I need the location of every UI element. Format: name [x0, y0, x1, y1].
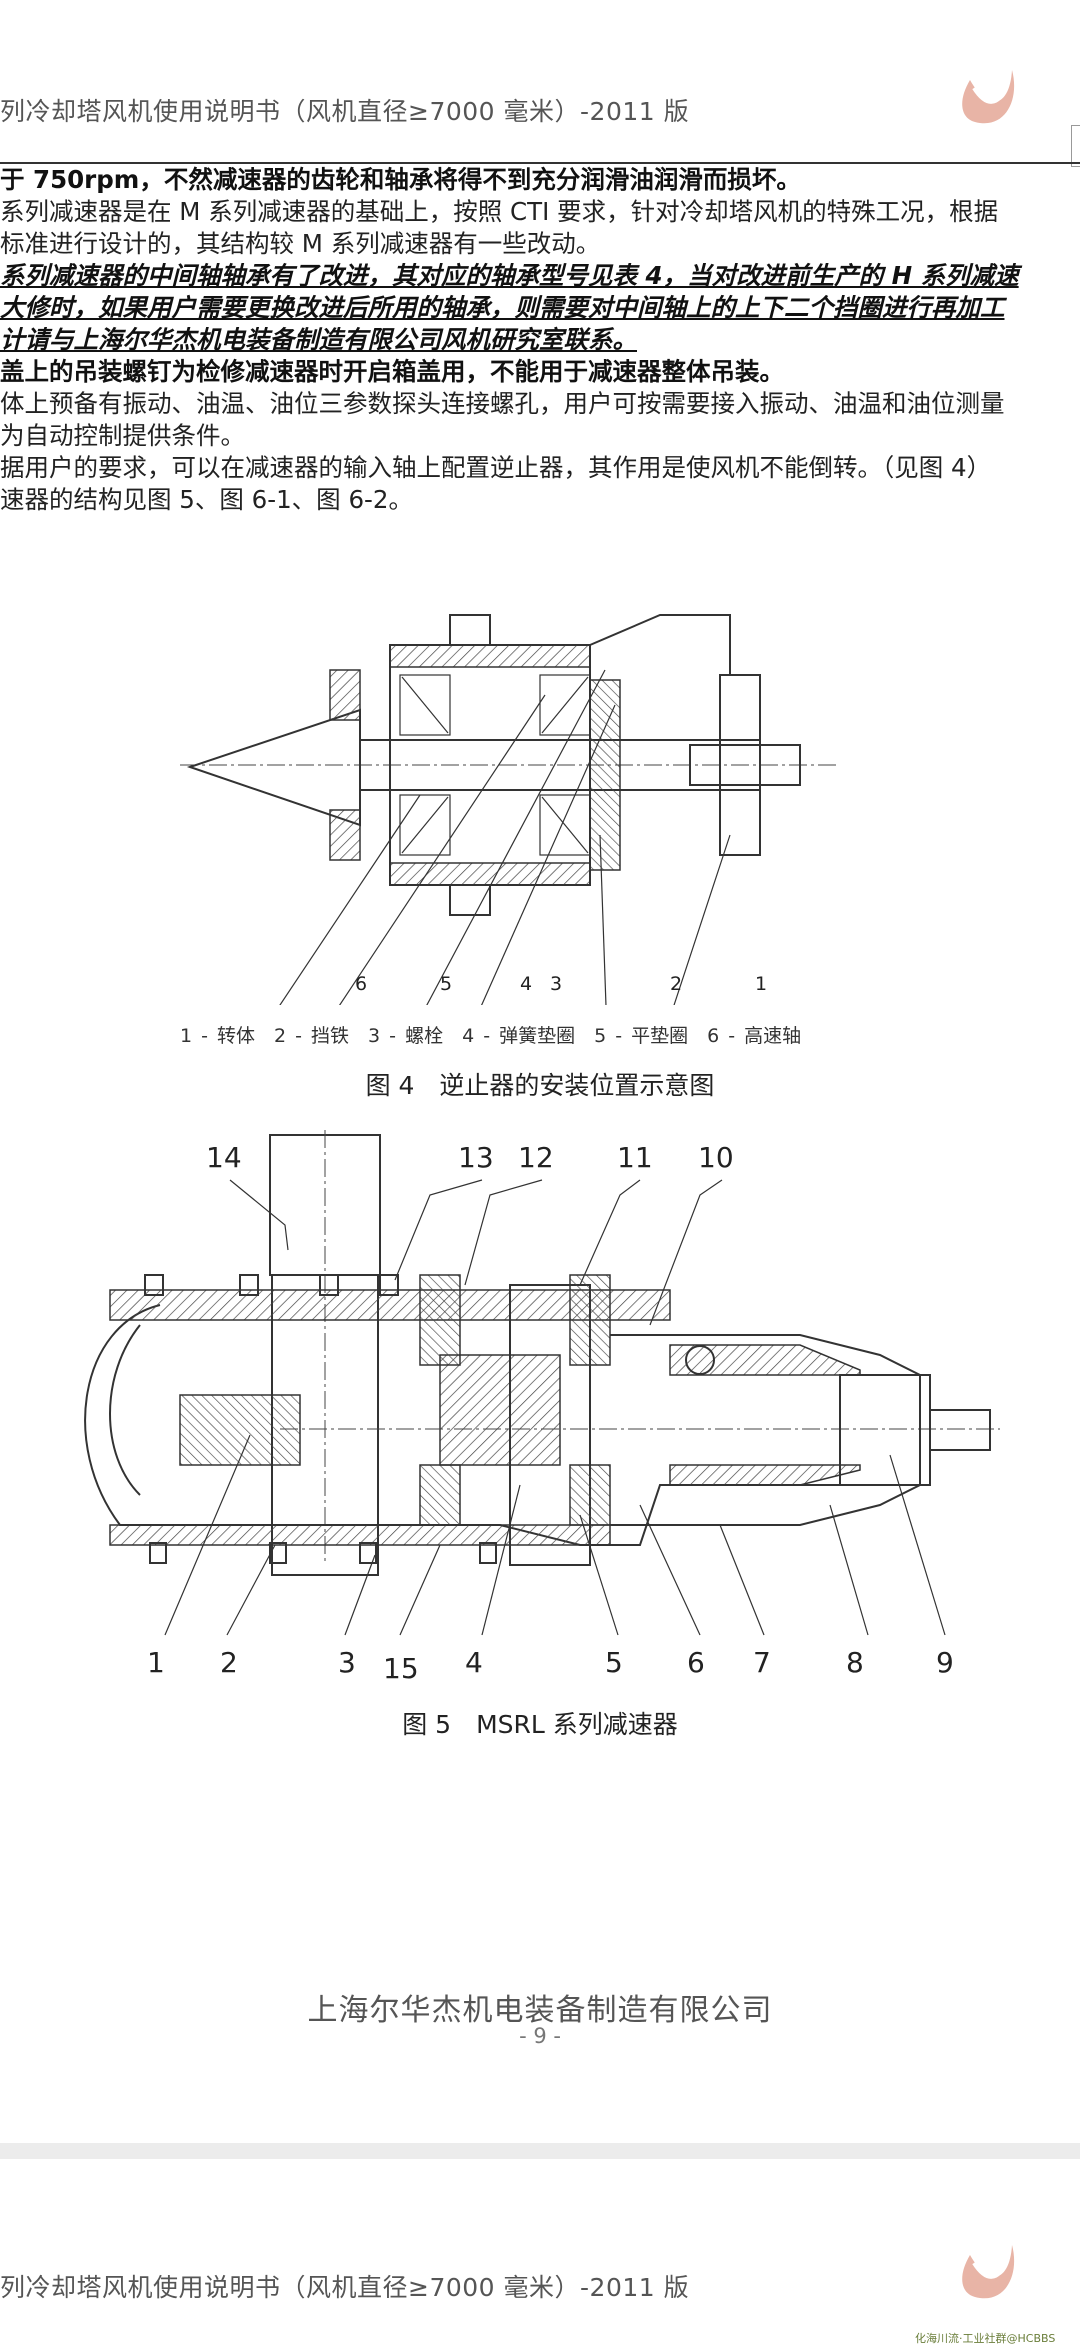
- paragraph-line: 标准进行设计的，其结构较 M 系列减速器有一些改动。: [0, 229, 601, 258]
- fig4-callout-2: 2: [670, 973, 682, 995]
- fig5-callout-4: 4: [465, 1646, 483, 1679]
- paragraph-line: 为自动控制提供条件。: [0, 421, 245, 450]
- paragraph-line: 体上预备有振动、油温、油位三参数探头连接螺孔，用户可按需要接入振动、油温和油位测…: [0, 389, 1005, 418]
- watermark: 化海川流·工业社群@HCBBS: [915, 2332, 1056, 2345]
- figure-4-caption: 图 4 逆止器的安装位置示意图: [365, 1071, 715, 1100]
- fig5-callout-5: 5: [605, 1646, 623, 1679]
- fig5-callout-1: 1: [147, 1646, 165, 1679]
- fig5-callout-15: 15: [383, 1652, 419, 1685]
- figure-4-legend: 1 - 转体 2 - 挡铁 3 - 螺栓 4 - 弹簧垫圈 5 - 平垫圈 6 …: [180, 1025, 802, 1047]
- fig4-callout-1: 1: [755, 973, 767, 995]
- fig5-callout-11: 11: [617, 1141, 653, 1174]
- company-logo: [950, 60, 1030, 150]
- fig5-callout-6: 6: [687, 1646, 705, 1679]
- paragraph-line: 大修时，如果用户需要更换改进后所用的轴承，则需要对中间轴上的上下二个挡圈进行再加…: [0, 293, 1005, 322]
- fig5-callout-12: 12: [518, 1141, 554, 1174]
- fig5-callout-13: 13: [458, 1141, 494, 1174]
- fig5-callout-8: 8: [846, 1646, 864, 1679]
- company-logo: [950, 2235, 1030, 2325]
- fig5-callout-7: 7: [753, 1646, 771, 1679]
- body-text: 于 750rpm，不然减速器的齿轮和轴承将得不到充分润滑油润滑而损坏。 系列减速…: [0, 164, 1080, 516]
- fig5-callout-9: 9: [936, 1646, 954, 1679]
- fig5-callout-3: 3: [338, 1646, 356, 1679]
- footer-company: 上海尔华杰机电装备制造有限公司: [307, 1993, 773, 2028]
- header-rule: [0, 162, 1080, 164]
- figure-4-drawing: 6 5 4 3 2 1: [150, 585, 870, 1005]
- figure-5-caption: 图 5 MSRL 系列减速器: [402, 1710, 678, 1739]
- paragraph-line: 于 750rpm，不然减速器的齿轮和轴承将得不到充分润滑油润滑而损坏。: [0, 165, 801, 194]
- paragraph-line: 系列减速器是在 M 系列减速器的基础上，按照 CTI 要求，针对冷却塔风机的特殊…: [0, 197, 999, 226]
- fig4-callout-5: 5: [440, 973, 452, 995]
- fig4-callout-6: 6: [355, 973, 367, 995]
- fig5-callout-14: 14: [206, 1141, 242, 1174]
- figure-5-drawing: 14 13 12 11 10: [20, 1125, 1060, 1705]
- fig5-callout-10: 10: [698, 1141, 734, 1174]
- paragraph-line: 据用户的要求，可以在减速器的输入轴上配置逆止器，其作用是使风机不能倒转。（见图 …: [0, 453, 992, 482]
- fig5-callout-2: 2: [220, 1646, 238, 1679]
- page-edge-tab: [1071, 125, 1080, 167]
- running-header: 列冷却塔风机使用说明书（风机直径≥7000 毫米）-2011 版: [0, 97, 690, 126]
- next-page-header: 列冷却塔风机使用说明书（风机直径≥7000 毫米）-2011 版: [0, 2273, 690, 2302]
- paragraph-line: 计请与上海尔华杰机电装备制造有限公司风机研究室联系。: [0, 325, 637, 354]
- page-gap: [0, 2143, 1080, 2159]
- page-number: - 9 -: [519, 2024, 561, 2048]
- paragraph-line: 系列减速器的中间轴轴承有了改进，其对应的轴承型号见表 4，当对改进前生产的 H …: [0, 261, 1019, 290]
- paragraph-line: 速器的结构见图 5、图 6-1、图 6-2。: [0, 485, 413, 514]
- fig4-callout-3: 3: [550, 973, 562, 995]
- fig4-callout-4: 4: [520, 973, 532, 995]
- paragraph-line: 盖上的吊装螺钉为检修减速器时开启箱盖用，不能用于减速器整体吊装。: [0, 357, 784, 386]
